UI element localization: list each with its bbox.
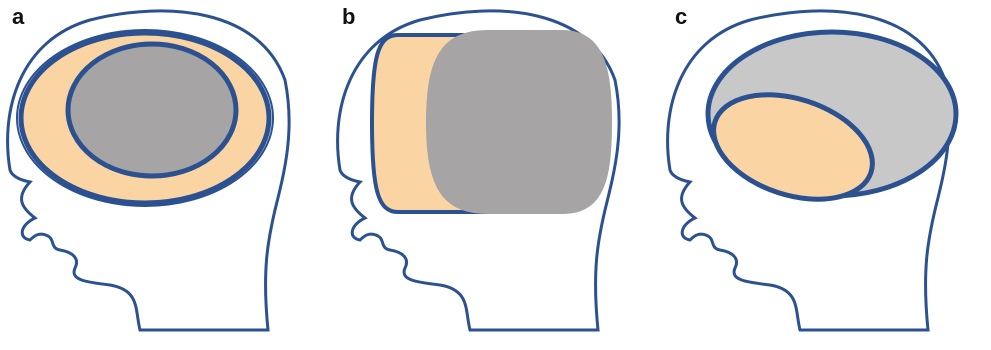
panel-c-diagram [660, 0, 990, 350]
panel-label: c [675, 6, 687, 28]
panel-b-diagram [330, 0, 660, 350]
panel-b: b [330, 0, 660, 350]
inner-region [68, 44, 236, 176]
panel-a: a [0, 0, 330, 350]
panel-label: a [12, 6, 24, 28]
panel-label: b [342, 6, 355, 28]
panel-a-diagram [0, 0, 330, 350]
panel-c: c [660, 0, 990, 350]
right-region [426, 30, 612, 214]
